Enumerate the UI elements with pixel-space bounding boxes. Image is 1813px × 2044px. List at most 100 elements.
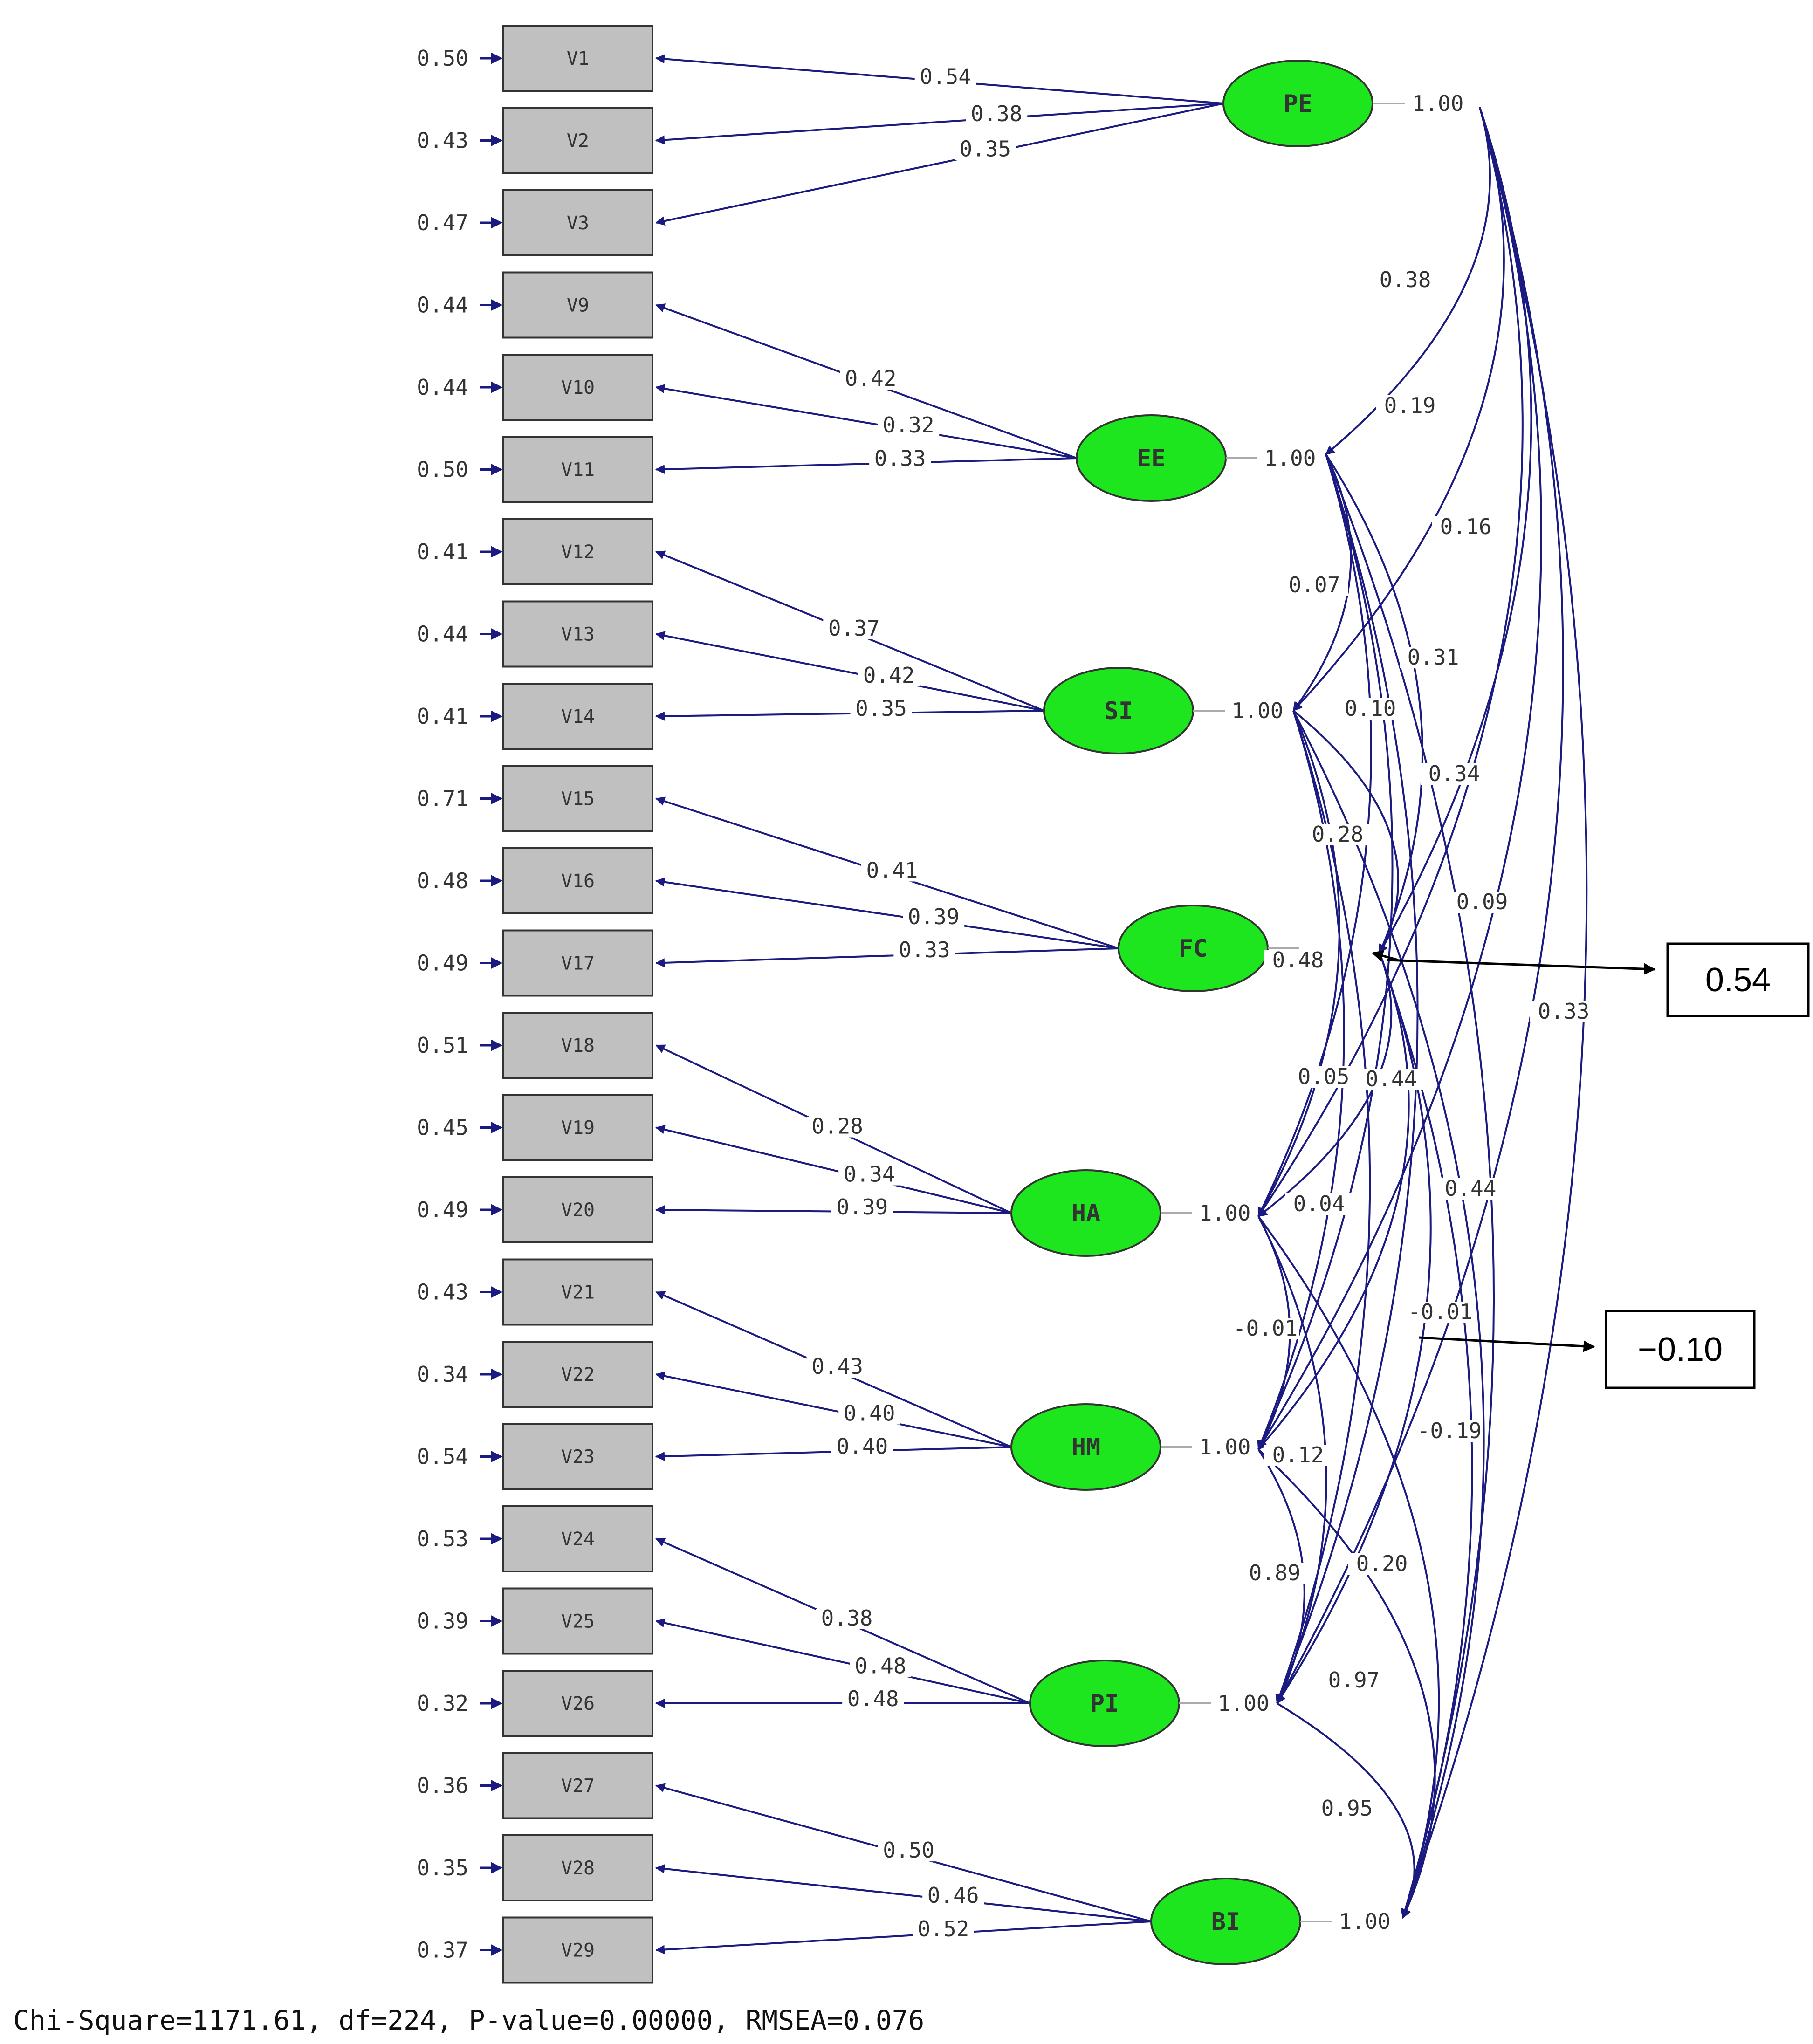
loading-label: 0.40 <box>837 1434 888 1459</box>
error-variance-paths: 0.500.430.470.440.440.500.410.440.410.71… <box>417 46 503 1963</box>
indicator-box <box>502 1094 653 1161</box>
loading-label: 0.28 <box>811 1114 863 1139</box>
correlation-label: -0.01 <box>1408 1299 1472 1324</box>
loading-label-bg <box>954 139 1016 160</box>
indicator-box <box>502 683 653 750</box>
correlation-curve <box>1257 454 1394 1450</box>
correlation-label: 0.33 <box>1538 999 1590 1024</box>
indicator-label: V29 <box>561 1940 595 1962</box>
loading-label-bg <box>893 940 955 961</box>
indicator-label: V25 <box>561 1611 595 1632</box>
fit-statistics: Chi-Square=1171.61, df=224, P-value=0.00… <box>13 2004 924 2036</box>
indicator-box <box>502 1423 653 1490</box>
indicator-label: V17 <box>561 953 595 974</box>
correlation-label-bg <box>1372 269 1439 291</box>
indicator-label: V21 <box>561 1282 595 1303</box>
indicator-box <box>502 436 653 503</box>
correlation-label: 0.07 <box>1289 572 1340 597</box>
correlation-label: 0.44 <box>1366 1066 1417 1091</box>
indicator-boxes: V1V2V3V9V10V11V12V13V14V15V16V17V18V19V2… <box>502 25 653 1984</box>
indicator-box <box>502 1587 653 1655</box>
indicator-label: V15 <box>561 789 595 810</box>
latent-label: SI <box>1104 697 1133 725</box>
callout-box-1 <box>1666 942 1810 1017</box>
loading-label-bg <box>912 1919 974 1940</box>
callout-arrow-1 <box>1386 959 1656 975</box>
loading-label: 0.39 <box>837 1194 888 1220</box>
correlation-label: 0.05 <box>1298 1064 1350 1089</box>
error-variance-label: 0.39 <box>417 1609 468 1634</box>
loading-label: 0.41 <box>866 857 918 883</box>
indicator-label: V11 <box>561 460 595 481</box>
correlation-label: 0.12 <box>1272 1442 1324 1468</box>
loading-label-bg <box>878 1841 940 1862</box>
latent-label: FC <box>1179 935 1208 963</box>
loading-label: 0.50 <box>883 1838 934 1863</box>
indicator-box <box>502 765 653 832</box>
correlation-label: 0.44 <box>1445 1176 1497 1201</box>
indicator-label: V18 <box>561 1035 595 1056</box>
factor-loading-paths: 0.540.380.350.420.320.330.370.420.350.41… <box>655 54 1224 1955</box>
loading-label: 0.38 <box>971 101 1023 126</box>
loading-label: 0.35 <box>855 696 907 721</box>
factor-loading-path <box>655 1125 1012 1214</box>
correlation-label: 0.97 <box>1328 1667 1380 1693</box>
correlation-curve <box>1276 953 1432 1704</box>
indicator-box <box>502 847 653 914</box>
latent-variance-label: 1.00 <box>1412 91 1464 116</box>
correlation-label-bg <box>1264 1445 1332 1466</box>
error-variance-label: 0.37 <box>417 1938 468 1963</box>
correlation-curve <box>1257 107 1524 1217</box>
indicator-label: V14 <box>561 706 595 727</box>
indicator-label: V24 <box>561 1529 595 1550</box>
factor-loading-path <box>655 384 1077 459</box>
indicator-label: V2 <box>567 130 589 152</box>
correlation-label: 0.10 <box>1345 696 1396 721</box>
indicator-label: V13 <box>561 624 595 645</box>
loading-label: 0.33 <box>874 446 926 471</box>
indicator-box <box>502 354 653 421</box>
indicator-box <box>502 1834 653 1901</box>
error-variance-label: 0.41 <box>417 704 468 729</box>
factor-loading-path <box>655 457 1077 474</box>
correlation-label-bg <box>1241 1563 1308 1584</box>
indicator-label: V22 <box>561 1364 595 1386</box>
factor-loading-path <box>655 1864 1152 1922</box>
correlation-label-bg <box>1285 1193 1353 1215</box>
loading-label: 0.42 <box>845 366 897 391</box>
latent-variance-label: 1.00 <box>1232 698 1284 723</box>
indicator-label: V16 <box>561 871 595 892</box>
loading-label-bg <box>806 1357 868 1378</box>
loading-label-bg <box>823 618 885 639</box>
correlation-curve <box>1275 710 1371 1704</box>
error-variance-label: 0.47 <box>417 210 468 235</box>
correlation-label-bg <box>1530 1001 1597 1022</box>
loading-label-bg <box>831 1198 893 1219</box>
loading-label-bg <box>858 666 920 687</box>
indicator-box <box>502 1341 653 1408</box>
indicator-box <box>502 1752 653 1819</box>
correlation-label-bg <box>1358 1069 1425 1090</box>
error-variance-label: 0.32 <box>417 1691 468 1716</box>
correlation-curve <box>1257 710 1340 1217</box>
indicator-box <box>502 189 653 256</box>
indicator-box <box>502 271 653 339</box>
latent-variance-label: 1.00 <box>1218 1691 1270 1716</box>
error-variance-label: 0.43 <box>417 128 468 153</box>
loading-label-bg <box>840 369 902 390</box>
correlation-label-bg <box>1407 1302 1474 1323</box>
correlation-label-bg <box>1281 575 1348 596</box>
loading-label-bg <box>850 1656 912 1677</box>
latent-variance-label: 1.00 <box>1264 446 1316 471</box>
error-variance-label: 0.36 <box>417 1773 468 1798</box>
error-variance-label: 0.71 <box>417 786 468 811</box>
correlation-label-bg <box>1449 892 1516 913</box>
factor-loading-path <box>655 103 1224 226</box>
loading-label: 0.42 <box>863 663 915 688</box>
indicator-box <box>502 1012 653 1079</box>
correlation-label-bg <box>1290 1066 1357 1088</box>
correlation-curve <box>1257 107 1542 1450</box>
indicator-label: V10 <box>561 377 595 398</box>
